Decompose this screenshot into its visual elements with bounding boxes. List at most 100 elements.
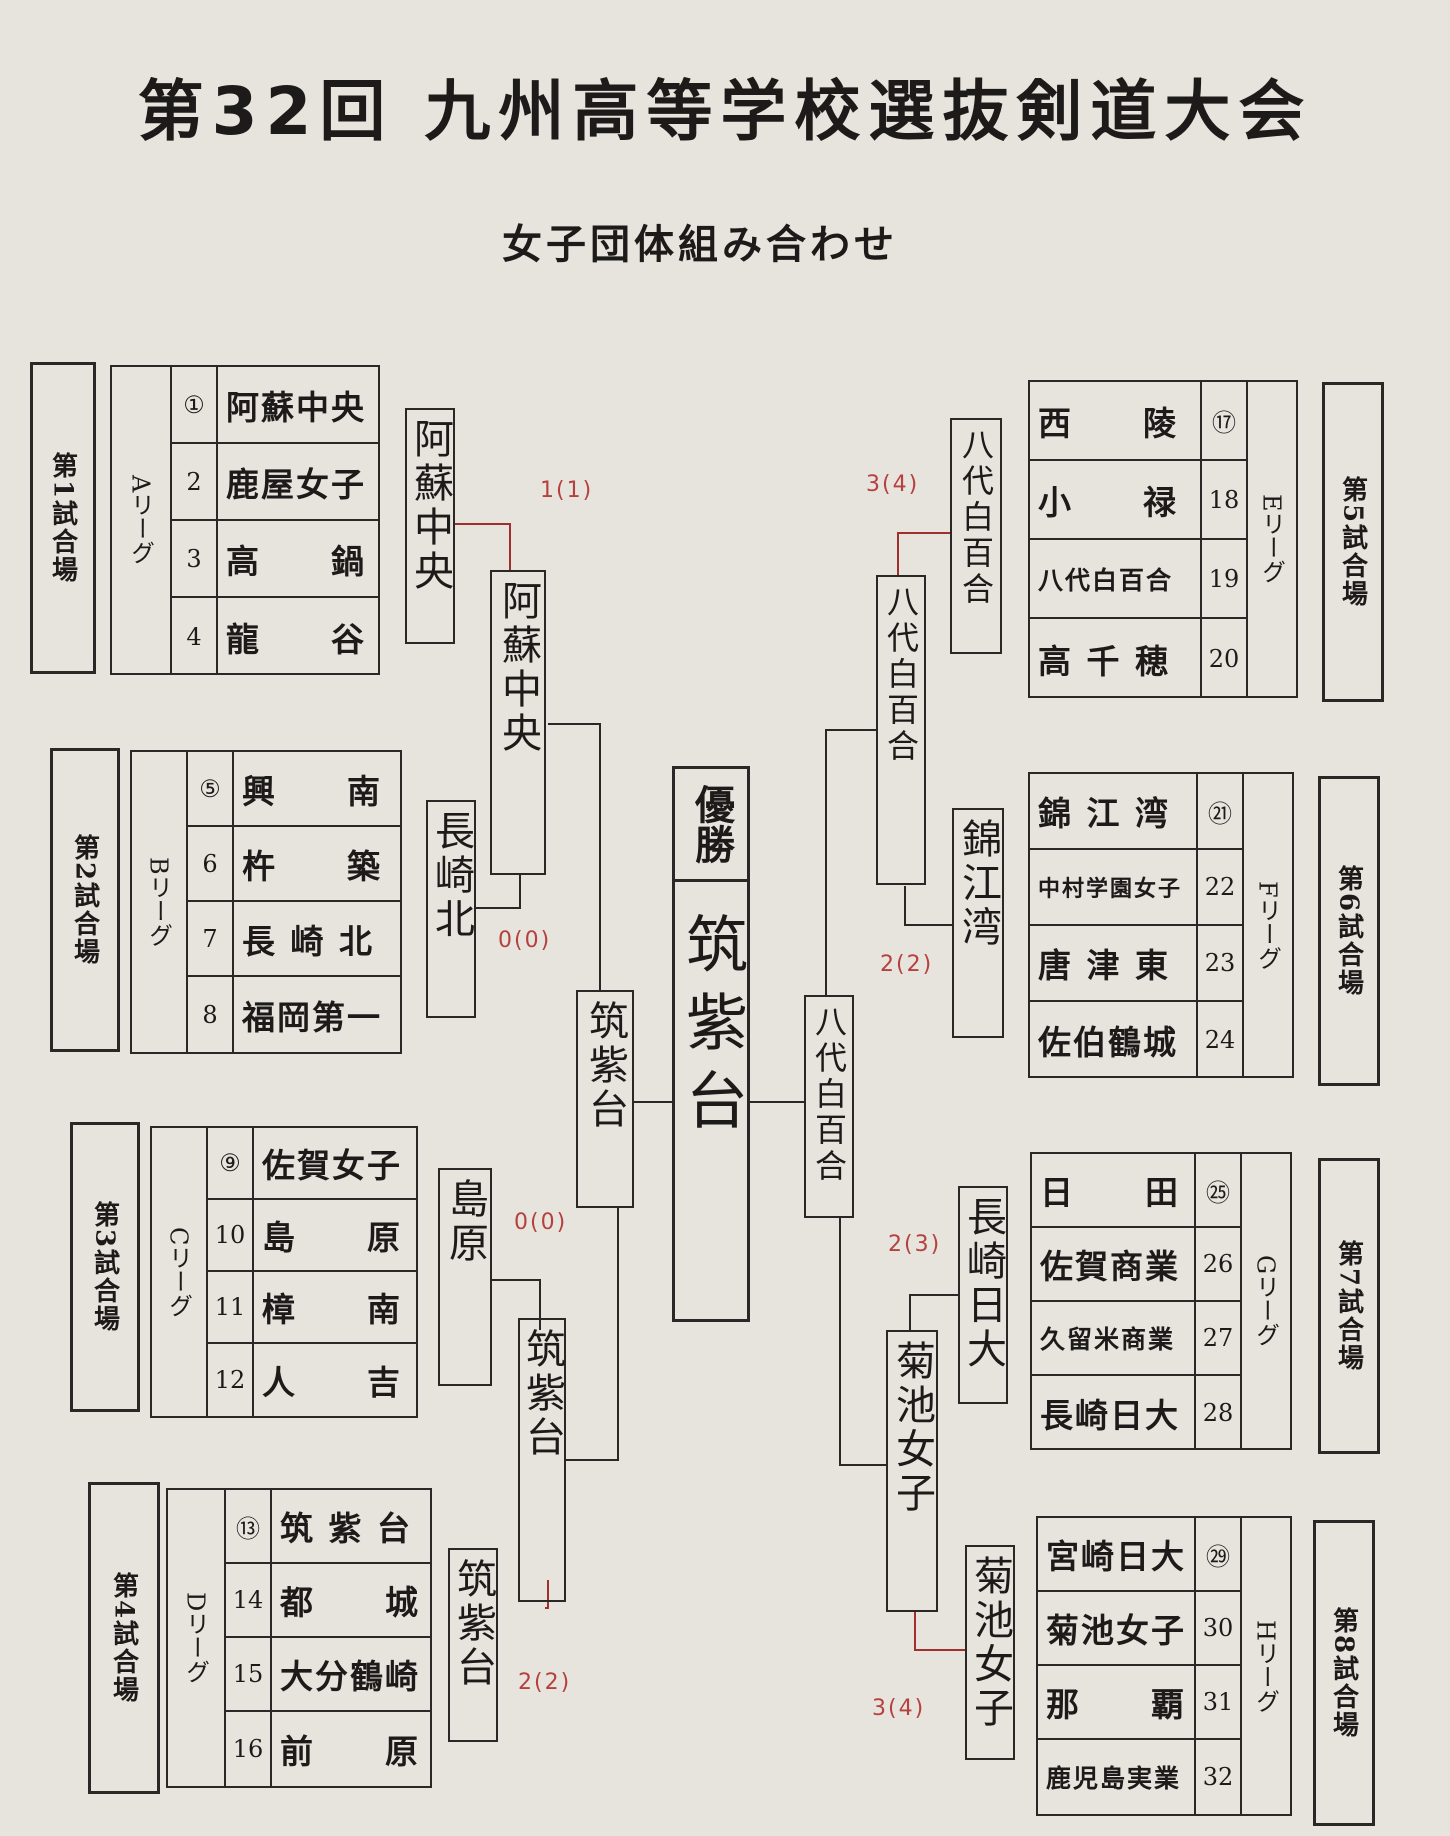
team-seed: 28	[1194, 1376, 1240, 1450]
score-b: 0(0)	[498, 928, 552, 953]
winner-box-e: 八代白百合	[950, 418, 1002, 654]
winner-box-ef: 八代白百合	[876, 575, 926, 885]
team-seed: 3	[172, 521, 218, 596]
league-g-name: Gリーグ	[1240, 1154, 1290, 1448]
team-seed: 20	[1200, 619, 1246, 698]
champion-box: 優勝 筑紫台	[672, 766, 750, 1322]
team-name: 那 覇	[1046, 1685, 1186, 1724]
team-name: 宮崎日大	[1046, 1537, 1186, 1576]
score-d: 2(2)	[518, 1670, 572, 1695]
team-seed: 12	[208, 1344, 254, 1416]
team-seed: 27	[1194, 1302, 1240, 1374]
winner-box-b: 長崎北	[426, 800, 476, 1018]
team-name: 佐伯鶴城	[1038, 1023, 1178, 1062]
team-name: 龍 谷	[226, 619, 366, 659]
venue-label-h: 第8試合場	[1313, 1520, 1375, 1826]
league-d-name: Dリーグ	[168, 1490, 226, 1786]
team-seed: 11	[208, 1272, 254, 1342]
team-seed: 15	[226, 1638, 272, 1710]
winner-box-g: 長崎日大	[958, 1186, 1008, 1404]
team-name: 錦 江 湾	[1038, 794, 1170, 833]
team-seed: 26	[1194, 1228, 1240, 1300]
venue-text-c: 第3試合場	[89, 1200, 120, 1334]
team-name: 樟 南	[262, 1290, 402, 1329]
team-name: 前 原	[280, 1732, 420, 1771]
team-row: 高 千 穂 20	[1030, 619, 1246, 698]
team-name: 長崎日大	[1040, 1396, 1180, 1435]
venue-label-b: 第2試合場	[50, 748, 120, 1052]
team-name: 八代白百合	[1038, 565, 1174, 595]
league-b-name: Bリーグ	[132, 752, 188, 1052]
winner-box-cd: 筑紫台	[518, 1318, 566, 1602]
winner-box-f: 錦江湾	[952, 808, 1004, 1038]
team-name: 筑 紫 台	[280, 1509, 412, 1548]
team-name: 長 崎 北	[242, 921, 374, 961]
winner-box-h: 菊池女子	[965, 1545, 1015, 1760]
team-seed: 23	[1196, 926, 1242, 1000]
team-seed: 6	[188, 827, 234, 900]
team-name: 久留米商業	[1040, 1325, 1176, 1354]
team-seed: ⑬	[226, 1490, 272, 1562]
venue-text-a: 第1試合場	[47, 451, 78, 585]
score-ab: 1(1)	[540, 478, 594, 503]
team-name: 菊池女子	[1046, 1611, 1186, 1650]
venue-text-h: 第8試合場	[1328, 1606, 1359, 1740]
score-g: 2(3)	[888, 1232, 942, 1257]
team-name: 杵 築	[242, 846, 382, 886]
winner-box-a: 阿蘇中央	[405, 408, 455, 644]
league-a-name: Aリーグ	[112, 367, 172, 673]
score-f: 2(2)	[880, 952, 934, 977]
venue-label-f: 第6試合場	[1318, 776, 1380, 1086]
team-name: 西 陵	[1038, 403, 1178, 443]
venue-label-c: 第3試合場	[70, 1122, 140, 1412]
team-row: 長崎日大 28	[1032, 1376, 1240, 1450]
team-name: 中村学園女子	[1038, 876, 1183, 902]
winner-box-ab: 阿蘇中央	[490, 570, 546, 875]
team-seed: 8	[188, 977, 234, 1052]
team-seed: 16	[226, 1712, 272, 1786]
team-name: 高 鍋	[226, 541, 366, 581]
team-name: 小 禄	[1038, 482, 1178, 522]
score-e: 3(4)	[866, 472, 920, 497]
team-seed: 10	[208, 1200, 254, 1270]
winner-box-left-final: 筑紫台	[576, 990, 634, 1208]
team-seed: 14	[226, 1564, 272, 1636]
team-seed: 4	[172, 598, 218, 675]
team-name: 都 城	[280, 1583, 420, 1622]
team-seed: 7	[188, 902, 234, 975]
league-c-name: Cリーグ	[152, 1128, 208, 1416]
team-name: 唐 津 東	[1038, 946, 1170, 985]
page-title: 第32回 九州高等学校選抜剣道大会	[137, 73, 1313, 150]
team-name: 高 千 穂	[1038, 641, 1170, 681]
team-seed: 32	[1194, 1740, 1240, 1814]
team-name: 人 吉	[262, 1363, 402, 1402]
venue-label-e: 第5試合場	[1322, 382, 1384, 702]
venue-label-a: 第1試合場	[30, 362, 96, 674]
league-e-name: Eリーグ	[1246, 382, 1296, 696]
